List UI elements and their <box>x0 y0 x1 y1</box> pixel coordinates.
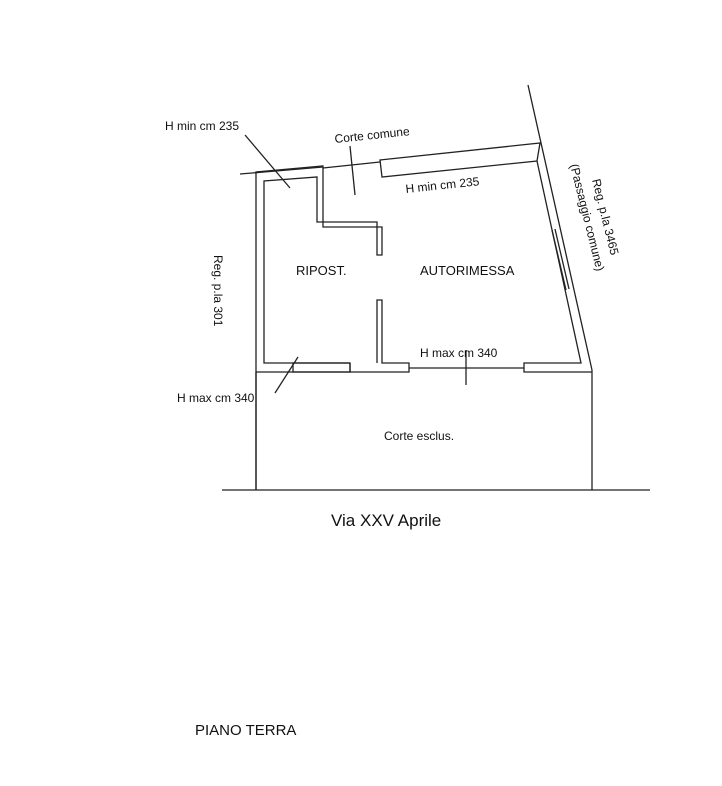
label-corte-comune: Corte comune <box>334 124 411 146</box>
leader-hmax-left <box>274 356 299 394</box>
right-window <box>551 229 567 291</box>
label-hmax-bottom: H max cm 340 <box>420 346 498 360</box>
storage-wall-outer <box>255 165 383 490</box>
label-hmax-left: H max cm 340 <box>177 391 255 405</box>
garage-top-wall <box>379 142 541 178</box>
label-garage: AUTORIMESSA <box>420 263 515 278</box>
leader-corte-comune <box>349 145 356 196</box>
leader-hmin-left <box>244 134 291 189</box>
label-hmin-left: H min cm 235 <box>165 119 239 133</box>
label-parcel-left: Reg. p.la 301 <box>211 255 225 327</box>
partition-wall <box>349 299 410 373</box>
label-storage: RIPOST. <box>296 263 347 278</box>
property-line-top-left <box>239 166 324 175</box>
garage-right-wall <box>523 160 592 373</box>
floor-label: PIANO TERRA <box>195 722 296 739</box>
label-corte-esclus: Corte esclus. <box>384 429 454 443</box>
property-line-right <box>527 84 593 371</box>
street-name: Via XXV Aprile <box>331 511 441 530</box>
label-hmin-top: H min cm 235 <box>405 174 480 196</box>
right-window-sill <box>554 228 570 290</box>
storage-window <box>292 362 351 373</box>
